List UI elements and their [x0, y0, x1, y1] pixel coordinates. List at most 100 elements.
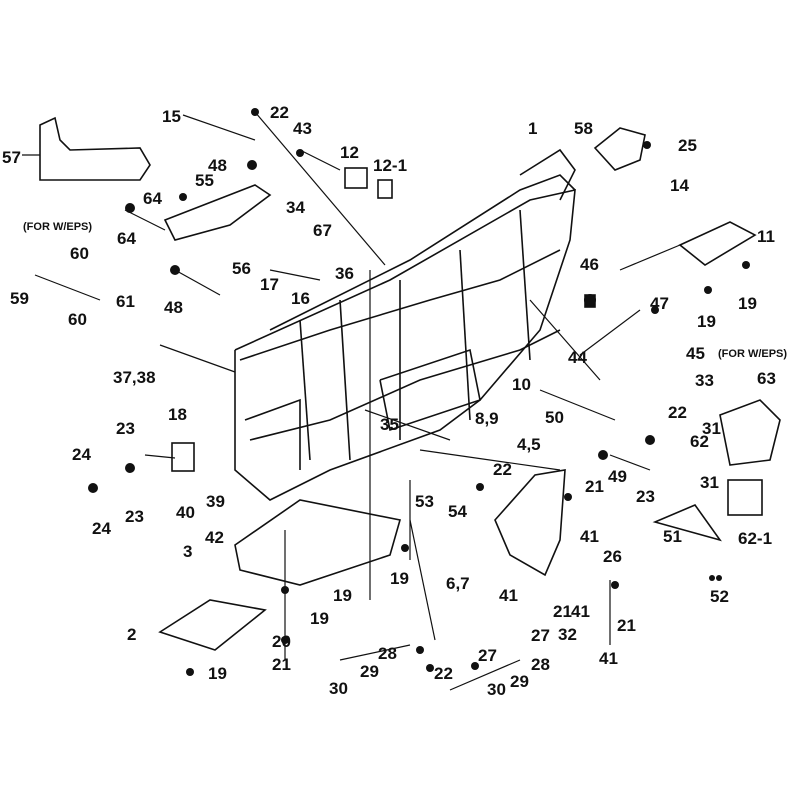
callout-22: 22	[270, 103, 289, 122]
callout-63: 63	[757, 369, 776, 388]
skid-plate-3	[234, 499, 402, 586]
callout-24: 24	[72, 445, 91, 464]
callout-28: 28	[531, 655, 550, 674]
cover-62-1	[727, 479, 763, 516]
callout-18: 18	[168, 405, 187, 424]
callout-44: 44	[568, 348, 587, 367]
callout-27: 27	[478, 646, 497, 665]
callout-21: 21	[617, 616, 636, 635]
callout-19: 19	[697, 312, 716, 331]
callout-6-7: 6,7	[446, 574, 470, 593]
callout-51: 51	[663, 527, 682, 546]
callout-48: 48	[164, 298, 183, 317]
callout-21: 21	[272, 655, 291, 674]
callout-62: 62	[690, 432, 709, 451]
callout-12: 12	[340, 143, 359, 162]
callout-55: 55	[195, 171, 214, 190]
callout-19: 19	[390, 569, 409, 588]
callout-34: 34	[286, 198, 305, 217]
callout-29: 29	[510, 672, 529, 691]
callout-19: 19	[333, 586, 352, 605]
callout-52: 52	[710, 587, 729, 606]
callout-46: 46	[580, 255, 599, 274]
callout-64: 64	[143, 189, 162, 208]
callout-22: 22	[668, 403, 687, 422]
callout-28: 28	[378, 644, 397, 663]
plate-51	[652, 504, 722, 542]
callout-17: 17	[260, 275, 279, 294]
callout-23: 23	[116, 419, 135, 438]
note-for-eps: (FOR W/EPS)	[23, 221, 93, 233]
callout-41: 41	[580, 527, 599, 546]
callout-41: 41	[599, 649, 618, 668]
callout-22: 22	[434, 664, 453, 683]
skid-plate-2	[158, 599, 267, 651]
callout-24: 24	[92, 519, 111, 538]
callout-22: 22	[493, 460, 512, 479]
callout-26: 26	[603, 547, 622, 566]
callout-16: 16	[291, 289, 310, 308]
note-for-eps: (FOR W/EPS)	[718, 348, 788, 360]
bracket-12	[344, 167, 368, 189]
callout-1: 1	[528, 119, 538, 138]
callout-37-38: 37,38	[113, 368, 156, 387]
callout-41: 41	[499, 586, 518, 605]
callout-59: 59	[10, 289, 29, 308]
fender-4-5	[494, 469, 566, 577]
callout-36: 36	[335, 264, 354, 283]
callout-31: 31	[702, 419, 721, 438]
callout-27: 27	[531, 626, 550, 645]
plate-11	[678, 221, 757, 266]
callout-62-1: 62-1	[738, 529, 773, 548]
callout-67: 67	[313, 221, 332, 240]
callout-42: 42	[205, 528, 224, 547]
callout-19: 19	[208, 664, 227, 683]
callout-47: 47	[650, 294, 669, 313]
callout-20: 20	[272, 632, 291, 651]
callout-43: 43	[293, 119, 312, 138]
callout-33: 33	[695, 371, 714, 390]
callout-39: 39	[206, 492, 225, 511]
callout-21: 21	[553, 602, 572, 621]
callout-64: 64	[117, 229, 136, 248]
leader-lines	[22, 111, 681, 691]
callout-19: 19	[310, 609, 329, 628]
callout-29: 29	[360, 662, 379, 681]
callout-3: 3	[183, 542, 193, 561]
callout-19: 19	[738, 294, 757, 313]
callout-23: 23	[125, 507, 144, 526]
block-18	[171, 442, 195, 472]
callout-30: 30	[487, 680, 506, 699]
bracket-12-1	[377, 179, 393, 199]
callout-53: 53	[415, 492, 434, 511]
callout-57: 57	[2, 148, 21, 167]
callout-45: 45	[686, 344, 705, 363]
callout-50: 50	[545, 408, 564, 427]
callout-60: 60	[70, 244, 89, 263]
bracket-55	[163, 184, 272, 241]
callout-58: 58	[574, 119, 593, 138]
callout-48: 48	[208, 156, 227, 175]
callout-21: 21	[585, 477, 604, 496]
callout-35: 35	[380, 415, 399, 434]
callout-60: 60	[68, 310, 87, 329]
fasteners	[88, 108, 750, 676]
callout-32: 32	[558, 625, 577, 644]
callout-14: 14	[670, 176, 689, 195]
callout-4-5: 4,5	[517, 435, 541, 454]
callout-8-9: 8,9	[475, 409, 499, 428]
callout-41: 41	[571, 602, 590, 621]
guard-14	[593, 127, 646, 171]
callout-40: 40	[176, 503, 195, 522]
callout-56: 56	[232, 259, 251, 278]
callout-10: 10	[512, 375, 531, 394]
callout-54: 54	[448, 502, 467, 521]
cover-62	[719, 399, 781, 466]
callout-12-1: 12-1	[373, 156, 408, 175]
callout-49: 49	[608, 467, 627, 486]
callout-2: 2	[127, 625, 137, 644]
callout-30: 30	[329, 679, 348, 698]
panel-57	[39, 116, 151, 181]
